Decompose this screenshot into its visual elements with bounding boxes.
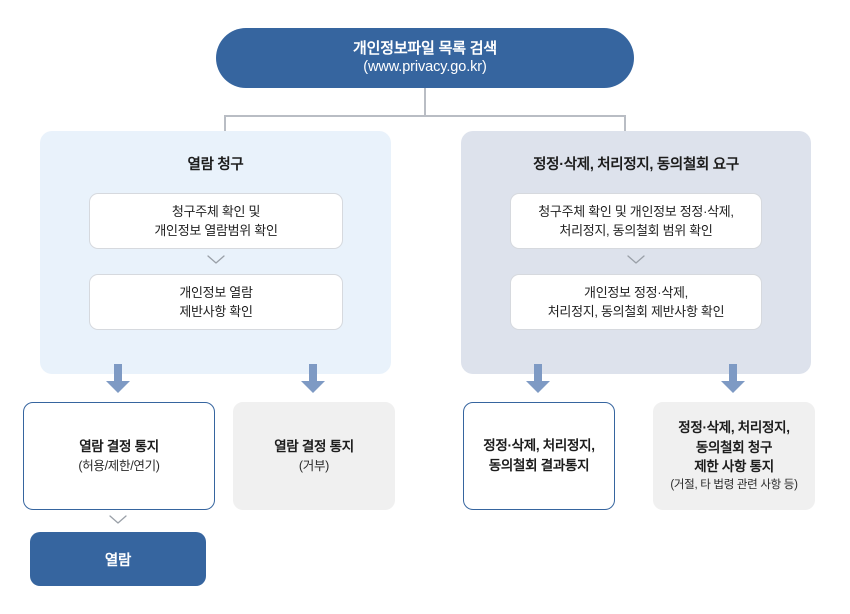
result-sub-text: (거부) — [298, 458, 330, 473]
arrow-down-icon — [525, 364, 551, 394]
final-box-label: 열람 — [104, 552, 132, 569]
chevron-down-icon — [627, 252, 645, 264]
connector-stem — [424, 88, 426, 116]
panel-inspection-request: 열람 청구 청구주체 확인 및 개인정보 열람범위 확인 개인정보 열람 제반사… — [40, 131, 391, 374]
step-line-1: 청구주체 확인 및 개인정보 정정·삭제, — [538, 203, 734, 219]
result-sub-text: (허용/제한/연기) — [78, 458, 160, 473]
result-box-correction-restriction-notice: 정정·삭제, 처리정지, 동의철회 청구 제한 사항 통지 (거절, 타 법령 … — [653, 402, 815, 510]
step-line-2: 처리정지, 동의철회 범위 확인 — [559, 223, 713, 238]
step-box-correction-conditions: 개인정보 정정·삭제, 처리정지, 동의철회 제반사항 확인 — [510, 274, 762, 330]
arrow-down-icon — [105, 364, 131, 394]
connector-horizontal — [224, 115, 626, 117]
result-box-inspection-decision-refused: 열람 결정 통지 (거부) — [233, 402, 395, 510]
connector-drop-right — [624, 115, 626, 133]
arrow-down-icon — [720, 364, 746, 394]
result-note-text: (거절, 타 법령 관련 사항 등) — [670, 479, 798, 491]
panel-correction-deletion-request: 정정·삭제, 처리정지, 동의철회 요구 청구주체 확인 및 개인정보 정정·삭… — [461, 131, 811, 374]
header-title: 개인정보파일 목록 검색 — [353, 40, 497, 58]
step-box-verify-subject-and-correction-scope: 청구주체 확인 및 개인정보 정정·삭제, 처리정지, 동의철회 범위 확인 — [510, 193, 762, 249]
chevron-down-icon — [206, 252, 225, 264]
header-subtitle-url: (www.privacy.go.kr) — [363, 59, 487, 76]
result-box-correction-result-notice: 정정·삭제, 처리정지, 동의철회 결과통지 — [463, 402, 615, 510]
step-line-2: 개인정보 열람범위 확인 — [154, 223, 278, 238]
result-main-line-1: 정정·삭제, 처리정지, — [678, 420, 790, 436]
result-main-line-3: 제한 사항 통지 — [694, 459, 774, 475]
result-main-text: 열람 결정 통지 — [274, 439, 354, 455]
connector-drop-left — [224, 115, 226, 133]
arrow-down-icon — [300, 364, 326, 394]
panel-title-inspection-request: 열람 청구 — [187, 157, 244, 173]
header-search-banner[interactable]: 개인정보파일 목록 검색 (www.privacy.go.kr) — [216, 28, 634, 88]
final-box-inspection[interactable]: 열람 — [30, 532, 206, 586]
step-line-1: 개인정보 정정·삭제, — [584, 284, 688, 300]
step-line-2: 처리정지, 동의철회 제반사항 확인 — [547, 304, 725, 319]
chevron-down-icon — [109, 512, 127, 524]
step-line-1: 개인정보 열람 — [179, 284, 253, 300]
step-box-verify-subject-and-scope: 청구주체 확인 및 개인정보 열람범위 확인 — [89, 193, 343, 249]
result-main-text: 열람 결정 통지 — [79, 439, 159, 455]
result-main-line-2: 동의철회 결과통지 — [488, 458, 590, 473]
step-line-2: 제반사항 확인 — [179, 304, 253, 319]
step-box-inspection-conditions: 개인정보 열람 제반사항 확인 — [89, 274, 343, 330]
step-line-1: 청구주체 확인 및 — [171, 203, 261, 219]
result-main-line-2: 동의철회 청구 — [695, 439, 773, 455]
result-box-inspection-decision-allowed: 열람 결정 통지 (허용/제한/연기) — [23, 402, 215, 510]
panel-title-correction-deletion-request: 정정·삭제, 처리정지, 동의철회 요구 — [533, 157, 739, 173]
result-main-line-1: 정정·삭제, 처리정지, — [483, 438, 595, 454]
